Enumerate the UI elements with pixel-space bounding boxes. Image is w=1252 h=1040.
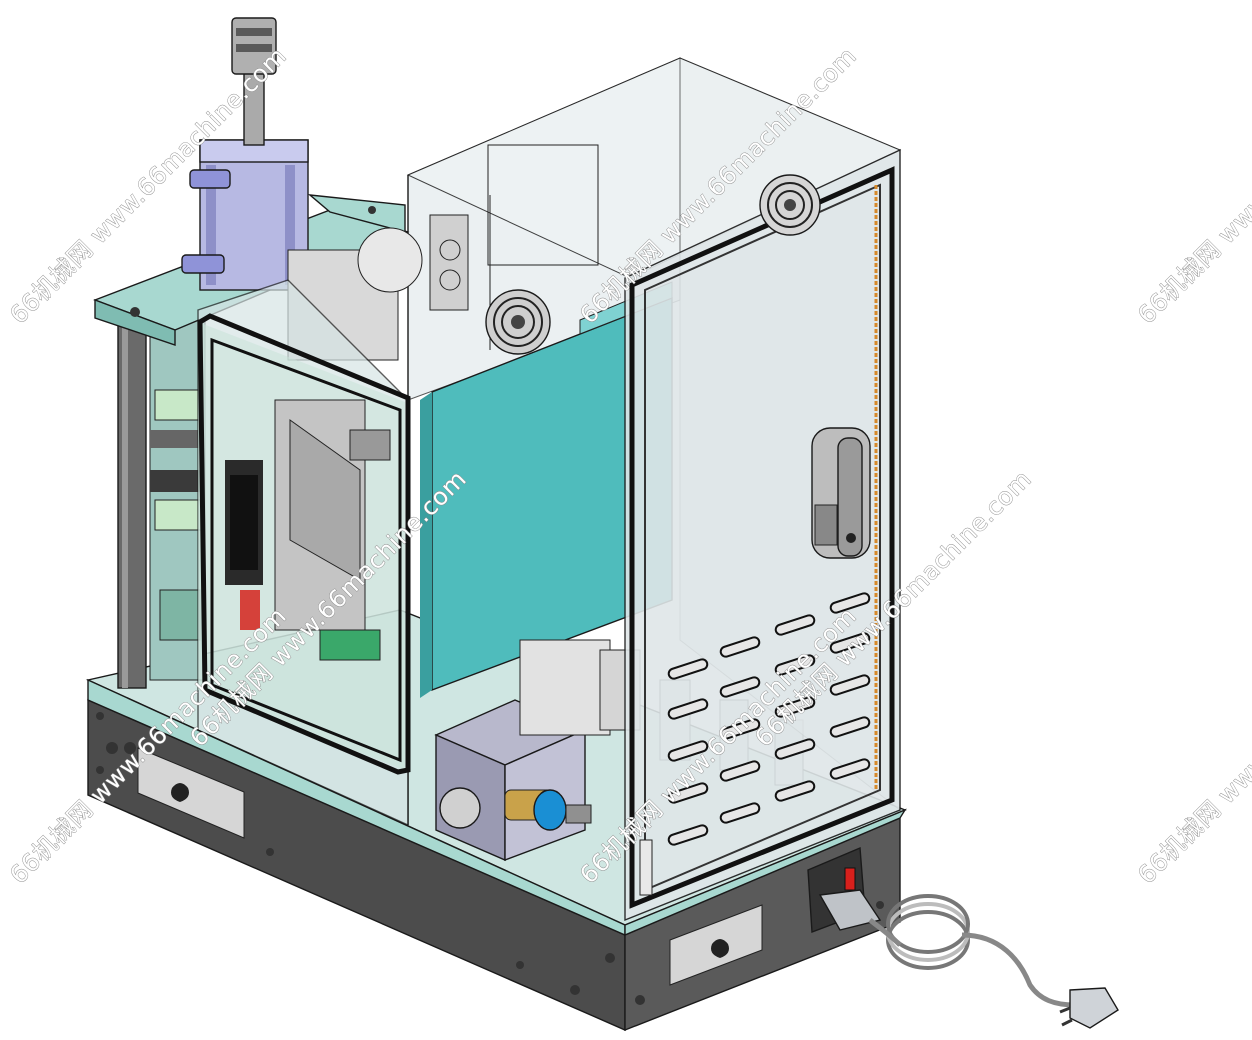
power-cable (868, 894, 1076, 1008)
fan-icon (485, 289, 551, 355)
center-glass-enclosure (287, 57, 902, 825)
right-cabinet (624, 57, 901, 922)
power-inlet (807, 846, 882, 933)
watermark-text: 66机械网 www.66machine.com (1132, 42, 1252, 329)
left-press-assembly (93, 17, 411, 689)
left-access-slot (137, 747, 245, 839)
right-access-slot (669, 904, 763, 986)
left-front-door (197, 279, 411, 827)
door-handle-icon (811, 427, 871, 559)
vent-slots (667, 592, 871, 846)
watermark-text: 66机械网 www.66machine.com (1132, 602, 1252, 889)
fan-icon (759, 174, 821, 236)
base-holes (96, 712, 884, 1005)
power-plug-icon (1059, 987, 1119, 1029)
pneumatic-cylinder (181, 17, 309, 291)
blue-connector (504, 789, 592, 831)
